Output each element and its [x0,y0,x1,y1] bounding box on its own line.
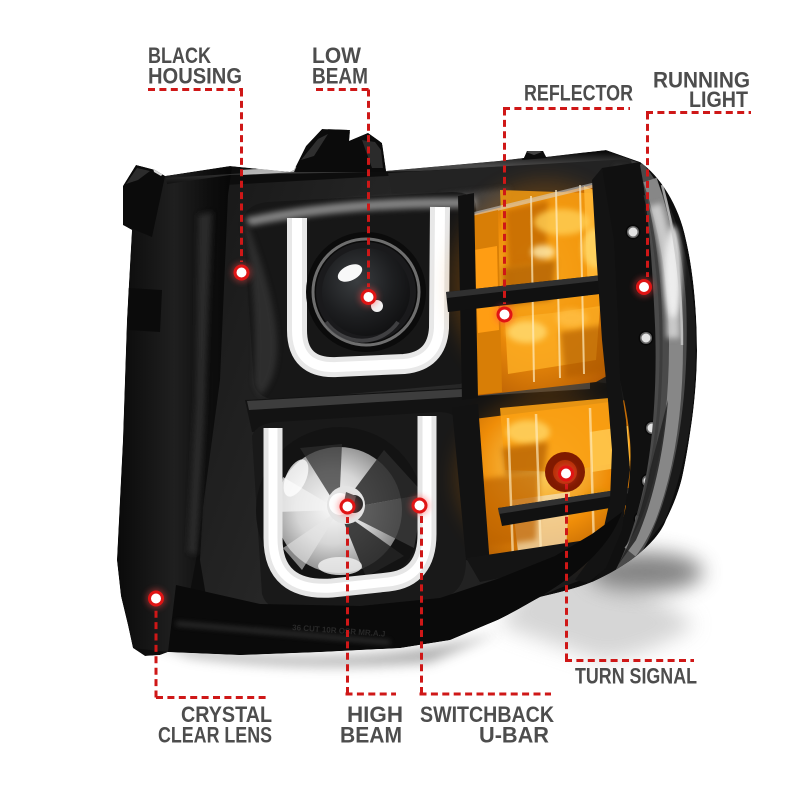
svg-text:LIGHT: LIGHT [689,87,748,112]
svg-text:BEAM: BEAM [340,722,402,747]
svg-text:RUNNING: RUNNING [653,67,750,92]
svg-text:HIGH: HIGH [347,702,403,727]
svg-text:REFLECTOR: REFLECTOR [524,80,633,105]
svg-text:BLACK: BLACK [148,43,212,68]
svg-text:U-BAR: U-BAR [479,722,549,747]
svg-text:CLEAR LENS: CLEAR LENS [158,722,272,747]
svg-text:LOW: LOW [312,43,362,68]
svg-text:BEAM: BEAM [312,63,368,88]
svg-text:CRYSTAL: CRYSTAL [181,702,272,727]
svg-text:HOUSING: HOUSING [148,63,242,88]
svg-text:SWITCHBACK: SWITCHBACK [420,702,555,727]
svg-text:TURN SIGNAL: TURN SIGNAL [575,663,697,688]
